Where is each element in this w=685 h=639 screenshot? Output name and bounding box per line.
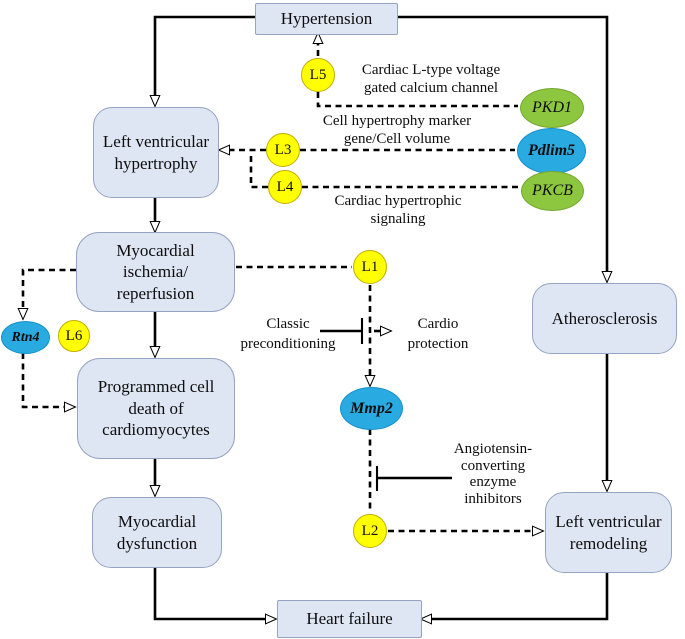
linkage-marker-l5-label: L5 bbox=[309, 66, 327, 83]
gene-pdlim5: Pdlim5 bbox=[517, 128, 586, 174]
linkage-marker-l4-label: L4 bbox=[276, 178, 294, 195]
linkage-marker-l5: L5 bbox=[301, 58, 335, 92]
annotation-cardio-protection: Cardio protection bbox=[401, 314, 475, 354]
node-left-ventricular-remodeling: Left ventricular remodeling bbox=[545, 492, 672, 573]
annotation-l5-pathway: Cardiac L-type voltage gated calcium cha… bbox=[350, 61, 512, 97]
gene-rtn4-label: Rtn4 bbox=[11, 329, 40, 345]
node-hypertension-label: Hypertension bbox=[280, 9, 373, 29]
node-heart-failure-label: Heart failure bbox=[306, 609, 393, 629]
annotation-ace-inhibitors: Angiotensin- converting enzyme inhibitor… bbox=[444, 441, 542, 507]
node-myocardial-dysfunction: Myocardial dysfunction bbox=[92, 497, 222, 568]
annotation-l3-pathway: Cell hypertrophy marker gene/Cell volume bbox=[312, 112, 482, 148]
gene-pkd1-label: PKD1 bbox=[532, 99, 572, 116]
node-atherosclerosis: Atherosclerosis bbox=[532, 283, 677, 354]
annotation-cardio-protection-text: Cardio protection bbox=[407, 316, 469, 352]
annotation-classic-preconditioning: Classic preconditioning bbox=[233, 314, 343, 354]
node-heart-failure: Heart failure bbox=[277, 600, 422, 638]
edge-remodeling-to-heart-failure bbox=[431, 571, 609, 619]
node-myocardial-ischemia-reperfusion-label: Myocardial ischemia/ reperfusion bbox=[116, 240, 195, 303]
gene-rtn4: Rtn4 bbox=[1, 321, 50, 354]
linkage-marker-l6-label: L6 bbox=[65, 327, 83, 344]
node-myocardial-dysfunction-label: Myocardial dysfunction bbox=[116, 512, 198, 553]
gene-mmp2-label: Mmp2 bbox=[350, 399, 393, 417]
linkage-marker-l3: L3 bbox=[266, 133, 300, 167]
node-atherosclerosis-label: Atherosclerosis bbox=[551, 308, 658, 328]
gene-pdlim5-label: Pdlim5 bbox=[527, 142, 576, 159]
node-hypertension: Hypertension bbox=[255, 3, 398, 35]
edge-ischemia-to-rtn4 bbox=[23, 268, 76, 309]
linkage-marker-l1: L1 bbox=[353, 250, 387, 284]
annotation-l5-pathway-text: Cardiac L-type voltage gated calcium cha… bbox=[361, 62, 501, 96]
edge-l4-junction bbox=[249, 152, 268, 189]
linkage-marker-l4: L4 bbox=[268, 170, 302, 204]
node-left-ventricular-hypertrophy: Left ventricular hypertrophy bbox=[93, 107, 219, 198]
annotation-classic-preconditioning-text: Classic preconditioning bbox=[240, 316, 336, 352]
annotation-l4-pathway-text: Cardiac hypertrophic signaling bbox=[334, 193, 462, 227]
linkage-marker-l3-label: L3 bbox=[274, 141, 292, 158]
gene-pkcb-label: PKCB bbox=[532, 182, 573, 199]
node-programmed-cell-death-label: Programmed cell death of cardiomyocytes bbox=[97, 377, 215, 440]
edge-hypertension-to-atherosclerosis bbox=[397, 15, 607, 272]
edge-l5-to-pkd1 bbox=[316, 92, 518, 108]
gene-pkcb: PKCB bbox=[521, 171, 584, 211]
annotation-ace-inhibitors-text: Angiotensin- converting enzyme inhibitor… bbox=[453, 441, 533, 507]
edge-rtn4-to-cell-death bbox=[21, 353, 65, 407]
node-myocardial-ischemia-reperfusion: Myocardial ischemia/ reperfusion bbox=[76, 232, 235, 312]
annotation-l3-pathway-text: Cell hypertrophy marker gene/Cell volume bbox=[322, 113, 472, 147]
gene-mmp2: Mmp2 bbox=[340, 387, 403, 430]
linkage-marker-l1-label: L1 bbox=[361, 258, 379, 275]
linkage-marker-l6: L6 bbox=[58, 320, 90, 352]
edge-hypertension-to-lvh bbox=[155, 15, 255, 96]
gene-pkd1: PKD1 bbox=[520, 88, 584, 128]
node-programmed-cell-death: Programmed cell death of cardiomyocytes bbox=[77, 358, 235, 459]
node-left-ventricular-remodeling-label: Left ventricular remodeling bbox=[555, 512, 662, 553]
edge-dysfunction-to-heart-failure bbox=[153, 566, 266, 619]
node-left-ventricular-hypertrophy-label: Left ventricular hypertrophy bbox=[102, 132, 210, 173]
annotation-l4-pathway: Cardiac hypertrophic signaling bbox=[320, 192, 476, 228]
linkage-marker-l2: L2 bbox=[353, 514, 387, 548]
linkage-marker-l2-label: L2 bbox=[361, 522, 379, 539]
